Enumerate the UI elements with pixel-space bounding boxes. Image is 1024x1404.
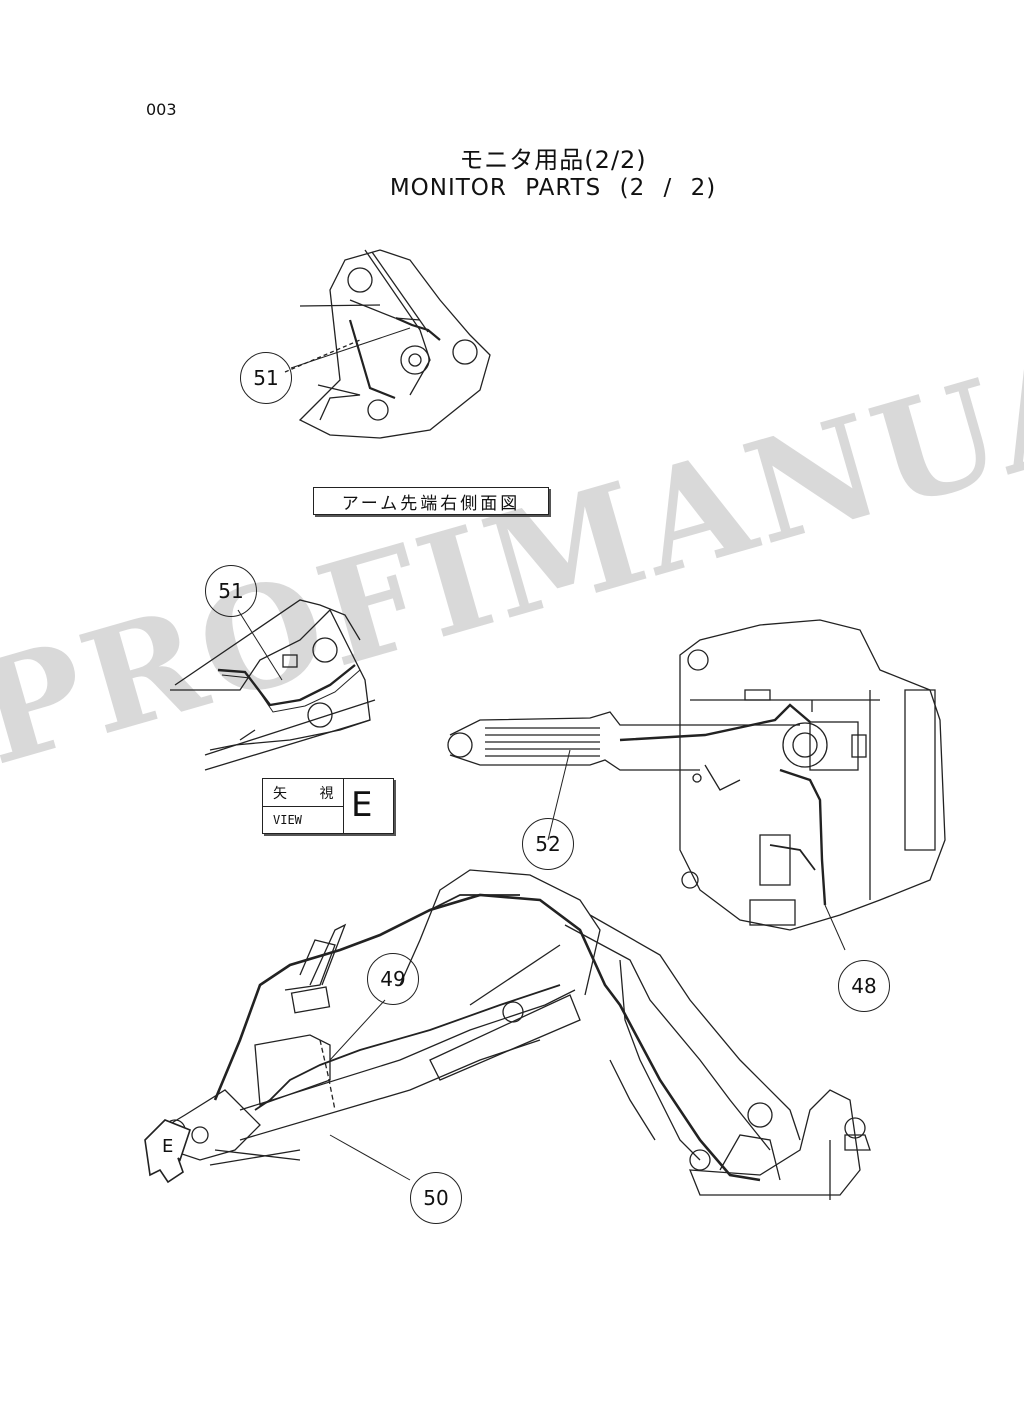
view-e-label-box: 矢 視 VIEW E (262, 778, 394, 834)
page-title-english: MONITOR PARTS (2 / 2) (389, 175, 717, 201)
boom-arm-assembly (159, 869, 871, 1200)
view-label-english: VIEW (273, 813, 302, 827)
callout-49: 49 (367, 953, 419, 1005)
view-box-divider (263, 806, 343, 807)
view-label-letter: E (351, 785, 373, 825)
callout-50: 50 (410, 1172, 462, 1224)
page-title-japanese: モニタ用品(2/2) (459, 146, 647, 174)
callout-leaders (237, 327, 846, 1181)
view-direction-arrow (144, 1119, 191, 1184)
view-box-divider-vertical (343, 779, 344, 833)
view-caption-arm-tip: アーム先端右側面図 (313, 487, 549, 515)
upper-structure-plan (447, 619, 946, 931)
callout-52: 52 (522, 818, 574, 870)
callout-48: 48 (838, 960, 890, 1012)
view-label-japanese: 矢 視 (273, 786, 348, 802)
page-number: 003 (146, 100, 177, 119)
view-direction-arrow-label: E (162, 1136, 174, 1157)
view-e-detail (170, 599, 376, 771)
arm-tip-detail (284, 249, 491, 439)
callout-51-view-e: 51 (205, 565, 257, 617)
callout-51-top: 51 (240, 352, 292, 404)
